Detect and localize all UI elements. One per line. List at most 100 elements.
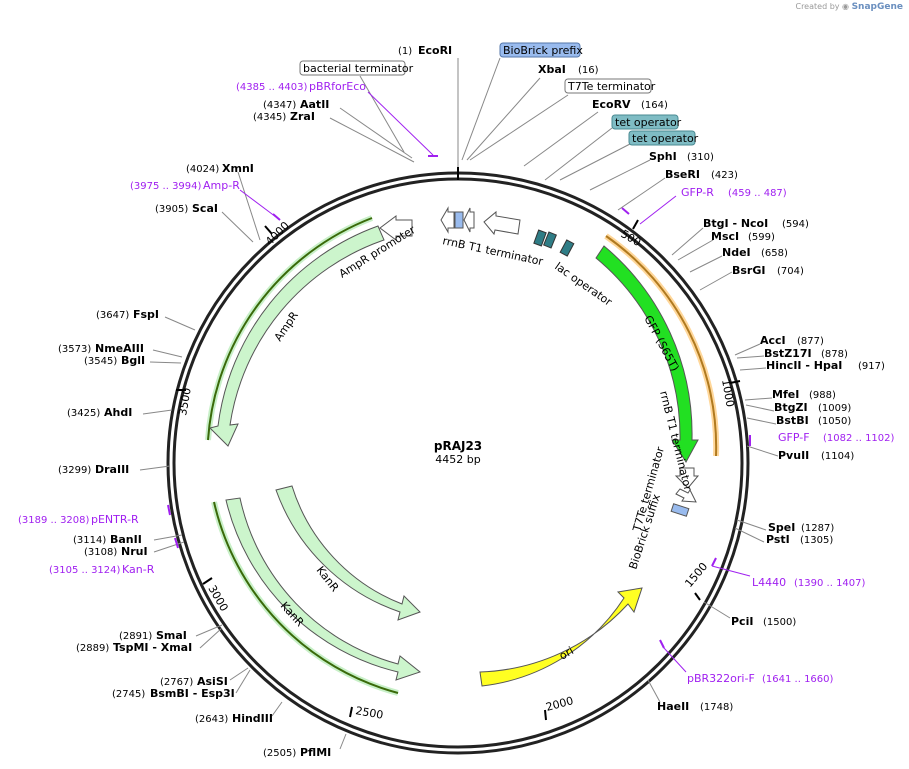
site-name-sphi: SphI [649,150,677,163]
site-name-msci: MscI [711,230,739,243]
gfp-feature-arrow [595,245,699,463]
gfp-arrow-line [605,235,718,457]
site-pos-fspi: (3647) [96,310,129,321]
site-pos-hindiii: (2643) [195,714,228,725]
site-name-fspi: FspI [133,308,159,321]
kanr-feature-arrow-1 [225,497,422,681]
primer-name-pbr322ori-f: pBR322ori-F [687,672,755,685]
tet-operator-2-text: tet operator [632,132,699,145]
site-name-aatii: AatII [300,98,329,111]
rrnb-t1-terminator-arrow-right [674,467,700,489]
tick-label-1500: 1500 [682,560,710,590]
biobrick-prefix-box [454,211,464,229]
site-pos-spei: (1287) [801,523,834,534]
site-name-pvuii: PvuII [778,449,809,462]
tet-operator-box-2 [543,231,557,249]
site-pos-bstbi: (1050) [818,416,851,427]
primer-name-pbrforeco: pBRforEco [309,80,366,93]
tet-operator-box-1 [533,229,547,247]
feature-label-ori: ori [557,644,576,662]
primer-name-amp-r: Amp-R [203,179,240,192]
site-pos-scai: (3905) [155,204,188,215]
primer-marks [167,155,751,649]
site-pos-sphi: (310) [687,152,714,163]
primer-range-amp-r: (3975 .. 3994) [130,181,202,192]
site-pos-bsmbi-esp3i: (2745) [112,689,145,700]
primer-range-kan-r: (3105 .. 3124) [49,565,121,576]
site-pos-smai: (2891) [119,631,152,642]
site-pos-tspmi-xmai: (2889) [76,643,109,654]
site-pos-pcii: (1500) [763,617,796,628]
site-pos-ndei: (658) [761,248,788,259]
site-name-btgzi: BtgZI [774,401,808,414]
site-pos-mfei: (988) [809,390,836,401]
feature-label-lac-operator: lac operator [552,260,614,309]
rrnb-t1-terminator-arrow-top-1 [440,206,455,234]
t7te-terminator-text: T7Te terminator [567,80,656,93]
primer-name-gfp-f: GFP-F [778,431,810,444]
site-name-ecorv: EcoRV [592,98,631,111]
site-name-xmni: XmnI [222,162,254,175]
site-name-pcii: PciI [731,615,753,628]
site-pos-haeii: (1748) [700,702,733,713]
site-name-bstbi: BstBI [776,414,809,427]
site-pos-bgli: (3545) [84,356,117,367]
tick-label-1000: 1000 [719,378,737,408]
primer-range-pbrforeco: (4385 .. 4403) [236,82,308,93]
feature-label-rrnb-t1-top: rrnB T1 terminator [441,234,544,268]
tick-label-2500: 2500 [354,704,384,722]
primer-range-l4440: (1390 .. 1407) [794,578,866,589]
site-pos-bstz17i: (878) [821,349,848,360]
site-name-scai: ScaI [192,202,218,215]
primer-name-kan-r: Kan-R [122,563,155,576]
site-pos-asisi: (2767) [160,677,193,688]
site-name-ahdi: AhdI [104,406,132,419]
site-pos-nrui: (3108) [84,547,117,558]
primer-range-pentr-r: (3189 .. 3208) [18,515,90,526]
site-name-nrui: NruI [121,545,148,558]
site-pos-bseri: (423) [711,170,738,181]
site-name-bseri: BseRI [665,168,700,181]
site-name-nmeaiii: NmeAIII [95,342,144,355]
site-name-mfei: MfeI [772,388,799,401]
boxed-label-tet-operator-2: tet operator [628,130,699,146]
site-name-bstz17i: BstZ17I [764,347,812,360]
site-pos-banii: (3114) [73,535,106,546]
boxed-label-bacterial-terminator: bacterial terminator [299,60,414,76]
rrnb-t1-terminator-arrow-top-2 [463,207,475,233]
site-name-bsmbi-esp3i: BsmBI - Esp3I [150,687,235,700]
site-name-pflmi: PflMI [300,746,331,759]
site-name-asisi: AsiSI [197,675,228,688]
ampr-arrow-line [207,217,373,441]
plasmid-name: pRAJ23 [434,439,482,453]
site-name-btgi-ncoi: BtgI - NcoI [703,217,768,230]
lac-operator-box [559,239,575,257]
site-pos-aatii: (4347) [263,100,296,111]
tet-operator-1-text: tet operator [615,116,682,129]
t7te-terminator-arrow-right [675,488,697,503]
primer-name-pentr-r: pENTR-R [91,513,139,526]
site-name-psti: PstI [766,533,790,546]
watermark: Created by ◉ SnapGene [795,2,903,12]
kanr-arrow-line [213,501,399,694]
primer-range-gfp-f: (1082 .. 1102) [823,433,895,444]
site-name-smai: SmaI [156,629,187,642]
site-pos-pvuii: (1104) [821,451,854,462]
watermark-brand: SnapGene [851,2,903,12]
tick-label-3500: 3500 [176,387,194,417]
t7te-terminator-arrow-top [483,210,521,236]
tick-label-2000: 2000 [544,694,574,714]
site-name-tspmi-xmai: TspMI - XmaI [113,641,192,654]
site-pos-pflmi: (2505) [263,748,296,759]
primer-range-gfp-r: (459 .. 487) [728,188,787,199]
site-pos-xmni: (4024) [186,164,219,175]
site-pos-xbai: (16) [578,65,599,76]
scale-ticks [176,167,741,721]
site-pos-bsrgi: (704) [777,266,804,277]
site-name-draiii: DraIII [95,463,129,476]
plasmid-size: 4452 bp [435,453,480,466]
bacterial-terminator-text: bacterial terminator [303,62,414,75]
site-name-hindiii: HindIII [232,712,273,725]
site-pos-acci: (877) [797,336,824,347]
